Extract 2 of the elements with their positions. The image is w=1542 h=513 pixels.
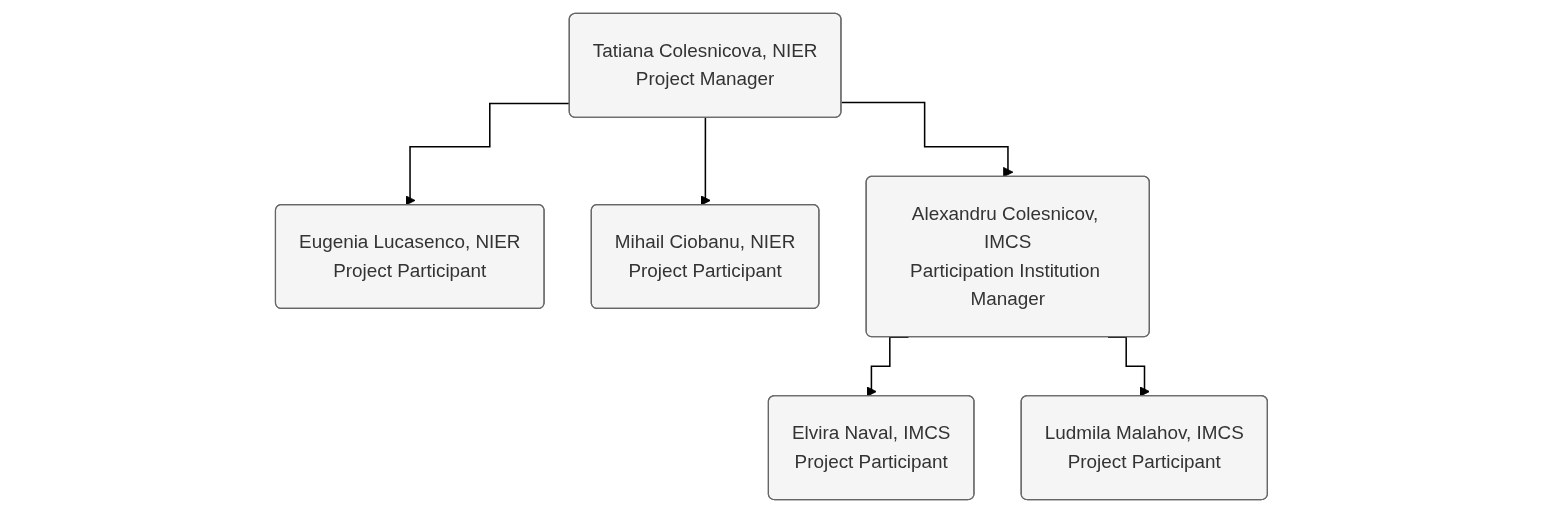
- arrow: [700, 117, 711, 206]
- arrow: [840, 101, 1013, 178]
